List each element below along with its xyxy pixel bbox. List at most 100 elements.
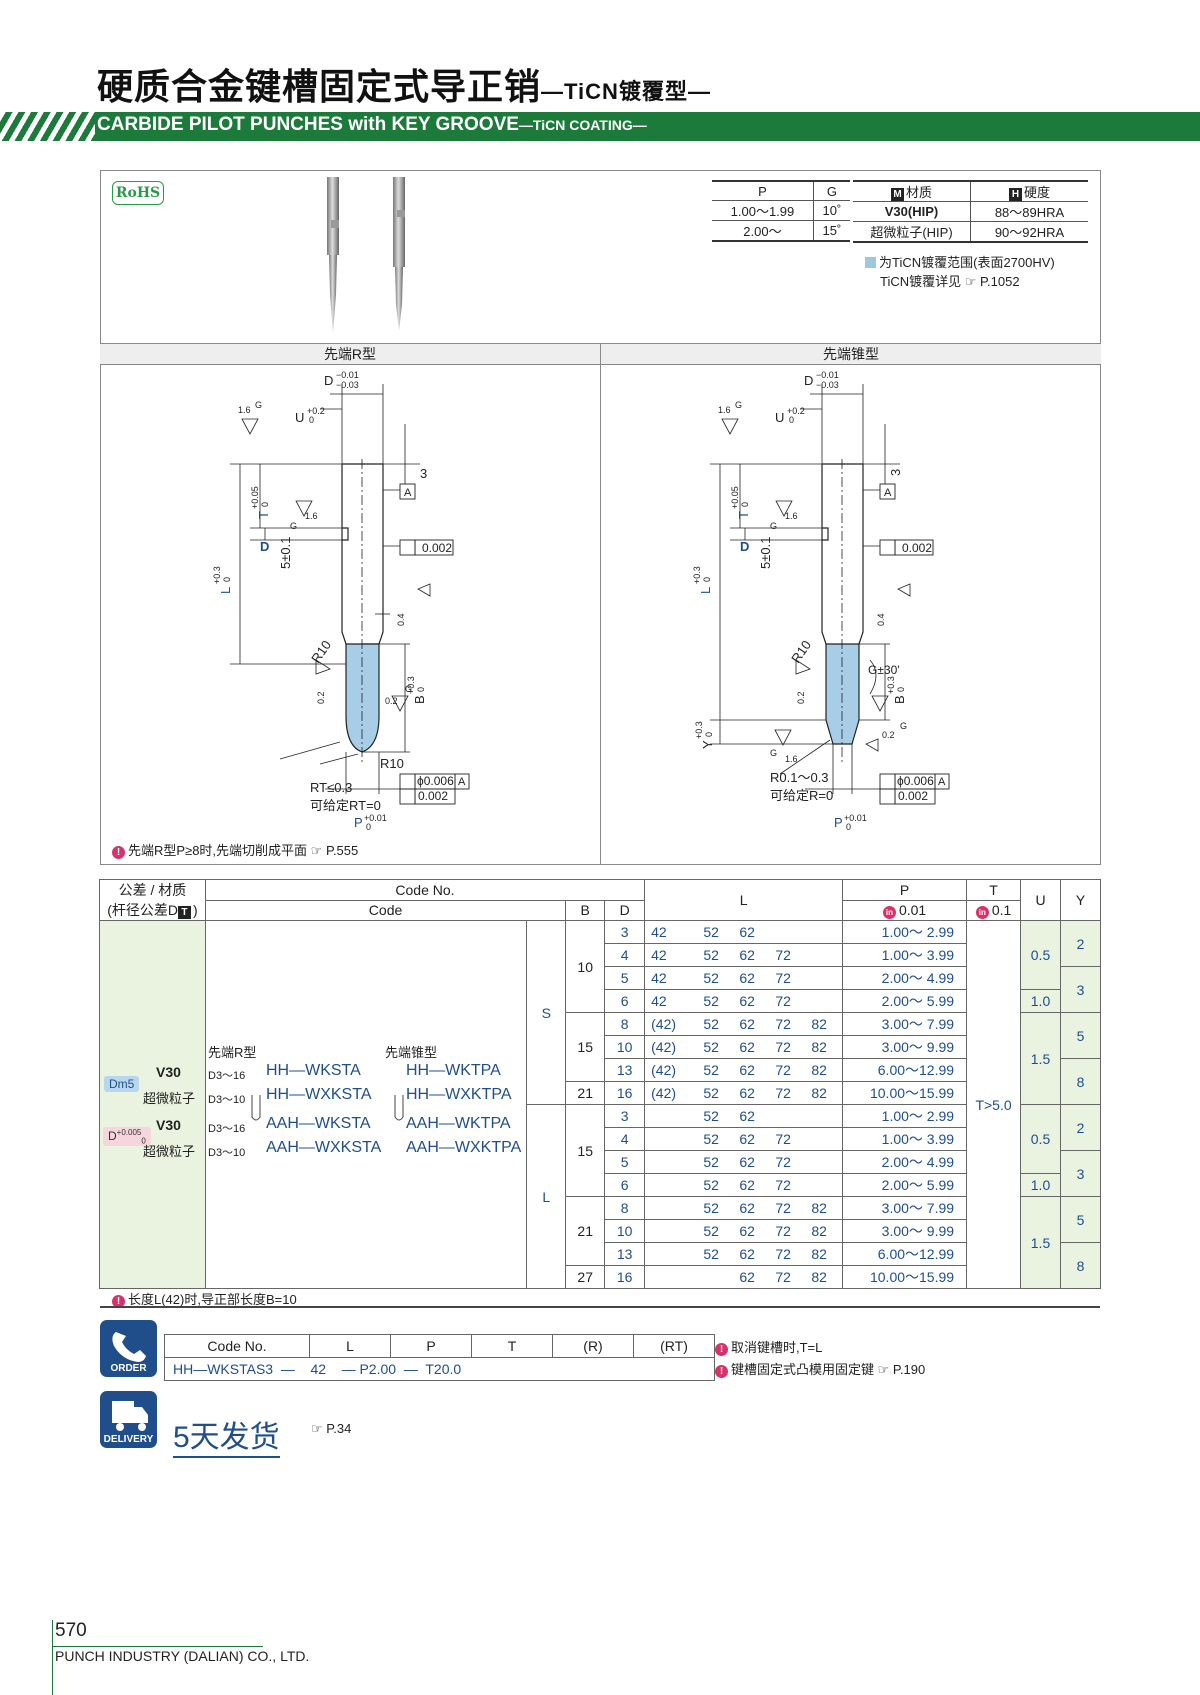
- ticn-ref[interactable]: P.1052: [980, 274, 1020, 289]
- l-value: 52: [703, 1039, 719, 1055]
- p-cell: 1.00～ 3.99: [842, 943, 968, 967]
- material-v30: V30: [156, 1064, 181, 1080]
- drawing-taper-type-labels: D −0.01 −0.03 U +0.2 0 1.6 G 1.6 G A D T…: [692, 370, 946, 832]
- header-p: P: [842, 879, 968, 901]
- y-cell: 5: [1059, 1012, 1102, 1059]
- order-h-rt: (RT): [633, 1334, 715, 1358]
- l-value: 52: [703, 993, 719, 1009]
- tol-d-lower: 0: [141, 1136, 146, 1146]
- l-value: (42): [651, 1085, 677, 1101]
- note-r-ref[interactable]: P.555: [325, 843, 359, 858]
- code-hh-wxksta[interactable]: HH—WXKSTA: [266, 1086, 372, 1103]
- label-g: G: [770, 748, 777, 758]
- label-rough-16: 1.6: [785, 754, 798, 764]
- label-coax: ϕ0.006: [417, 774, 454, 788]
- code-aah-wxksta[interactable]: AAH—WXKSTA: [266, 1139, 382, 1156]
- order-h-p: P: [390, 1334, 472, 1358]
- angle-table-header: P G: [712, 180, 850, 201]
- code-hh-wksta[interactable]: HH—WKSTA: [266, 1062, 361, 1079]
- tol-material-cell: [99, 920, 206, 1289]
- code-aah-wktpa[interactable]: AAH—WKTPA: [406, 1115, 511, 1132]
- label-d-tol-lower: −0.03: [816, 380, 839, 390]
- label-datum-a: A: [404, 487, 412, 499]
- material-ultra: 超微粒子: [143, 1091, 196, 1106]
- order-note-ref[interactable]: P.190: [892, 1362, 926, 1377]
- l-value: 62: [739, 1154, 755, 1170]
- t-cell: T>5.0: [966, 920, 1022, 1289]
- l-value: 82: [811, 1223, 827, 1239]
- label-coax: ϕ0.006: [897, 774, 934, 788]
- label-p-tol-upper: +0.01: [364, 813, 387, 823]
- header-tol-d-text: (杆径公差D: [107, 902, 178, 918]
- l-value: 52: [703, 1177, 719, 1193]
- hand-pointer-icon: ☞: [311, 1421, 323, 1436]
- tolerance-icon: T: [177, 906, 191, 919]
- label-rough-02: 0.2: [796, 691, 806, 704]
- l-value: 62: [739, 1016, 755, 1032]
- label-datum-a: A: [458, 776, 466, 788]
- code-hh-wktpa[interactable]: HH—WKTPA: [406, 1062, 501, 1079]
- range-d3-10: D3～10: [208, 1094, 246, 1106]
- l-value: 72: [775, 1177, 791, 1193]
- label-rough-16: 1.6: [238, 405, 251, 415]
- y-cell: 8: [1059, 1242, 1102, 1289]
- d-cell: 10: [604, 1035, 646, 1059]
- code-panel: 先端R型 先端锥型 V30 Dm5 超微粒子 D3～16 D3～10 HH—WK…: [100, 918, 530, 1285]
- l-value: 72: [775, 1016, 791, 1032]
- warning-icon: !: [112, 846, 125, 859]
- l-value: 62: [739, 1223, 755, 1239]
- order-h-code: Code No.: [164, 1334, 310, 1358]
- drawing-r-type: [230, 384, 470, 805]
- hardness-icon: H: [1008, 188, 1022, 201]
- l-value: 82: [811, 1246, 827, 1262]
- label-r-note1: R0.1～0.3: [770, 770, 829, 785]
- drawing-r-type-labels: D −0.01 −0.03 U +0.2 0 3 A 1.6 G 1.6 G D…: [212, 370, 466, 832]
- order-example-p: P2.00: [359, 1361, 397, 1377]
- order-example[interactable]: HH—WKSTAS3 — 42 — P2.00 — T20.0: [164, 1357, 715, 1381]
- title-bar: [0, 112, 1200, 141]
- label-t-tol-lower: 0: [260, 502, 270, 507]
- l-value: 52: [703, 924, 719, 940]
- header-y: Y: [1059, 879, 1102, 921]
- code-aah-wxktpa[interactable]: AAH—WXKTPA: [406, 1139, 522, 1156]
- l-value: 52: [703, 947, 719, 963]
- note-r-text: 先端R型P≥8时,先端切削成平面: [128, 843, 308, 858]
- range-d3-10: D3～10: [208, 1147, 246, 1159]
- label-r10-tip: R10: [380, 756, 404, 771]
- pilot-punch-r-photo: [327, 177, 339, 333]
- diagram-title-r-type: 先端R型: [100, 344, 601, 364]
- shank-outline: [342, 463, 384, 665]
- b-cell: 21: [565, 1081, 606, 1105]
- p-cell: 1.00～ 2.99: [842, 1104, 968, 1128]
- key-groove: [822, 527, 829, 541]
- l-value: 62: [739, 993, 755, 1009]
- p-cell: 2.00～ 5.99: [842, 1173, 968, 1197]
- page-title-en: CARBIDE PILOT PUNCHES with KEY GROOVE—Ti…: [97, 114, 647, 136]
- u-cell: 0.5: [1020, 920, 1061, 990]
- label-t-tol-upper: +0.05: [250, 486, 260, 509]
- l-value: 62: [739, 1108, 755, 1124]
- drawing-taper-type: [710, 384, 950, 805]
- l-value: (42): [651, 1039, 677, 1055]
- d-cell: 5: [604, 1150, 646, 1174]
- code-aah-wksta[interactable]: AAH—WKSTA: [266, 1115, 371, 1132]
- label-l-tol-lower: 0: [222, 577, 232, 582]
- title-cn-sub: —TiCN镀覆型—: [541, 79, 711, 104]
- header-p-increment: 0.01: [898, 901, 927, 918]
- code-hh-wxktpa[interactable]: HH—WXKTPA: [406, 1086, 512, 1103]
- delivery-icon: DELIVERY: [100, 1391, 157, 1448]
- l-value: 82: [811, 1016, 827, 1032]
- delivery-ref[interactable]: ☞ P.34: [311, 1421, 351, 1437]
- label-g: G: [735, 400, 742, 410]
- material-ultra: 超微粒子: [143, 1144, 196, 1159]
- label-roundness: 0.002: [422, 541, 452, 555]
- header-l: L: [644, 879, 844, 921]
